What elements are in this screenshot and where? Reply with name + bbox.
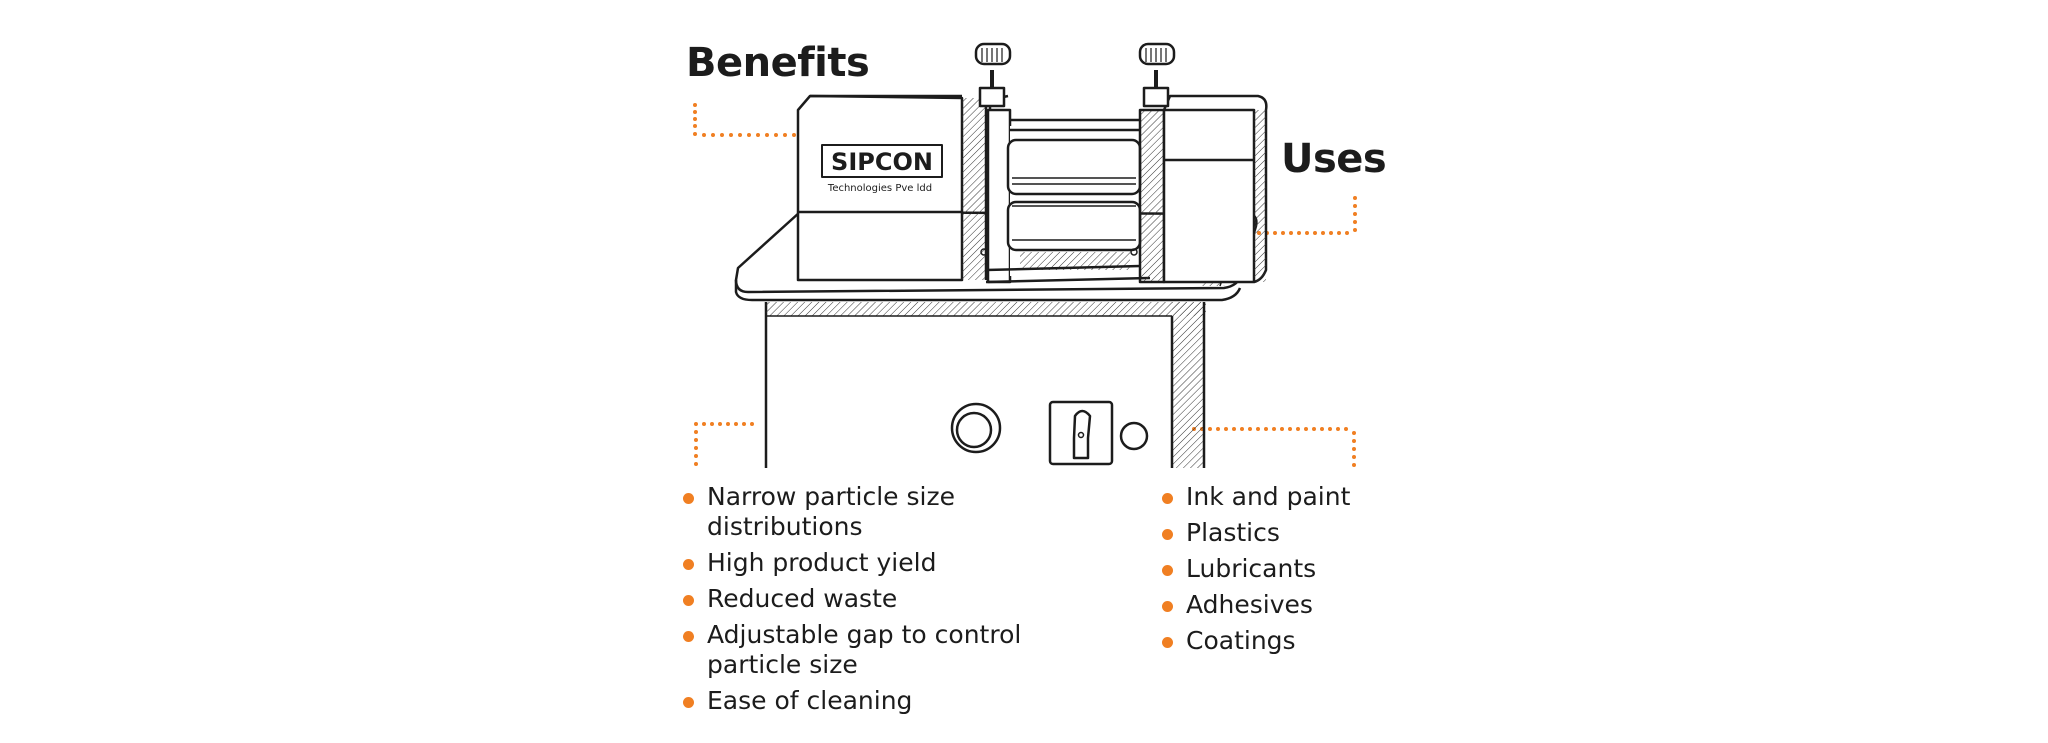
list-item: Lubricants bbox=[1162, 554, 1422, 584]
list-item: Adhesives bbox=[1162, 590, 1422, 620]
list-item: Plastics bbox=[1162, 518, 1422, 548]
benefits-list: Narrow particle size distributions High … bbox=[683, 482, 1023, 722]
list-item: Ink and paint bbox=[1162, 482, 1422, 512]
bullet-icon bbox=[1162, 601, 1173, 612]
bullet-icon bbox=[683, 493, 694, 504]
benefits-bottom-connector bbox=[694, 422, 754, 466]
three-roll-mill-illustration: SIPCON Technologies Pve ldd bbox=[734, 42, 1268, 468]
uses-list: Ink and paint Plastics Lubricants Adhesi… bbox=[1162, 482, 1422, 662]
bullet-icon bbox=[1162, 493, 1173, 504]
list-item: Coatings bbox=[1162, 626, 1422, 656]
brand-logo: SIPCON bbox=[831, 148, 933, 176]
bullet-icon bbox=[1162, 565, 1173, 576]
bullet-icon bbox=[683, 559, 694, 570]
list-item: Adjustable gap to control particle size bbox=[683, 620, 1023, 680]
brand-subtitle: Technologies Pve ldd bbox=[827, 183, 932, 194]
list-item: Reduced waste bbox=[683, 584, 1023, 614]
benefits-heading: Benefits bbox=[686, 40, 870, 86]
list-item: Narrow particle size distributions bbox=[683, 482, 1023, 542]
bullet-icon bbox=[1162, 529, 1173, 540]
bullet-icon bbox=[683, 631, 694, 642]
list-item: High product yield bbox=[683, 548, 1023, 578]
bullet-icon bbox=[1162, 637, 1173, 648]
benefits-top-connector bbox=[693, 103, 796, 137]
list-item: Ease of cleaning bbox=[683, 686, 1023, 716]
uses-heading: Uses bbox=[1281, 136, 1387, 182]
bullet-icon bbox=[683, 595, 694, 606]
bullet-icon bbox=[683, 697, 694, 708]
